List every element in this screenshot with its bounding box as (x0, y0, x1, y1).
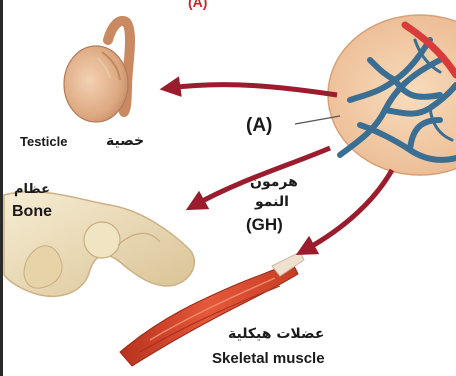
gh-label-ar-line1: هرمون (250, 174, 298, 190)
label-a: (A) (246, 115, 272, 137)
arrow-to-muscle (305, 170, 392, 250)
bone-label-ar: عظام (14, 182, 50, 197)
gh-label-ar-line2: النمو (255, 194, 289, 210)
arrow-to-testicle (170, 85, 337, 95)
muscle-label-ar: عضلات هيكلية (228, 326, 324, 342)
gh-label-abbr: (GH) (246, 215, 283, 235)
testicle-icon (64, 21, 130, 122)
muscle-label-en: Skeletal muscle (212, 350, 325, 367)
bone-label-en: Bone (12, 203, 52, 221)
testicle-label-en: Testicle (20, 134, 67, 149)
testicle-label-ar: خصية (106, 133, 144, 149)
pituitary-gland-icon (328, 15, 456, 175)
